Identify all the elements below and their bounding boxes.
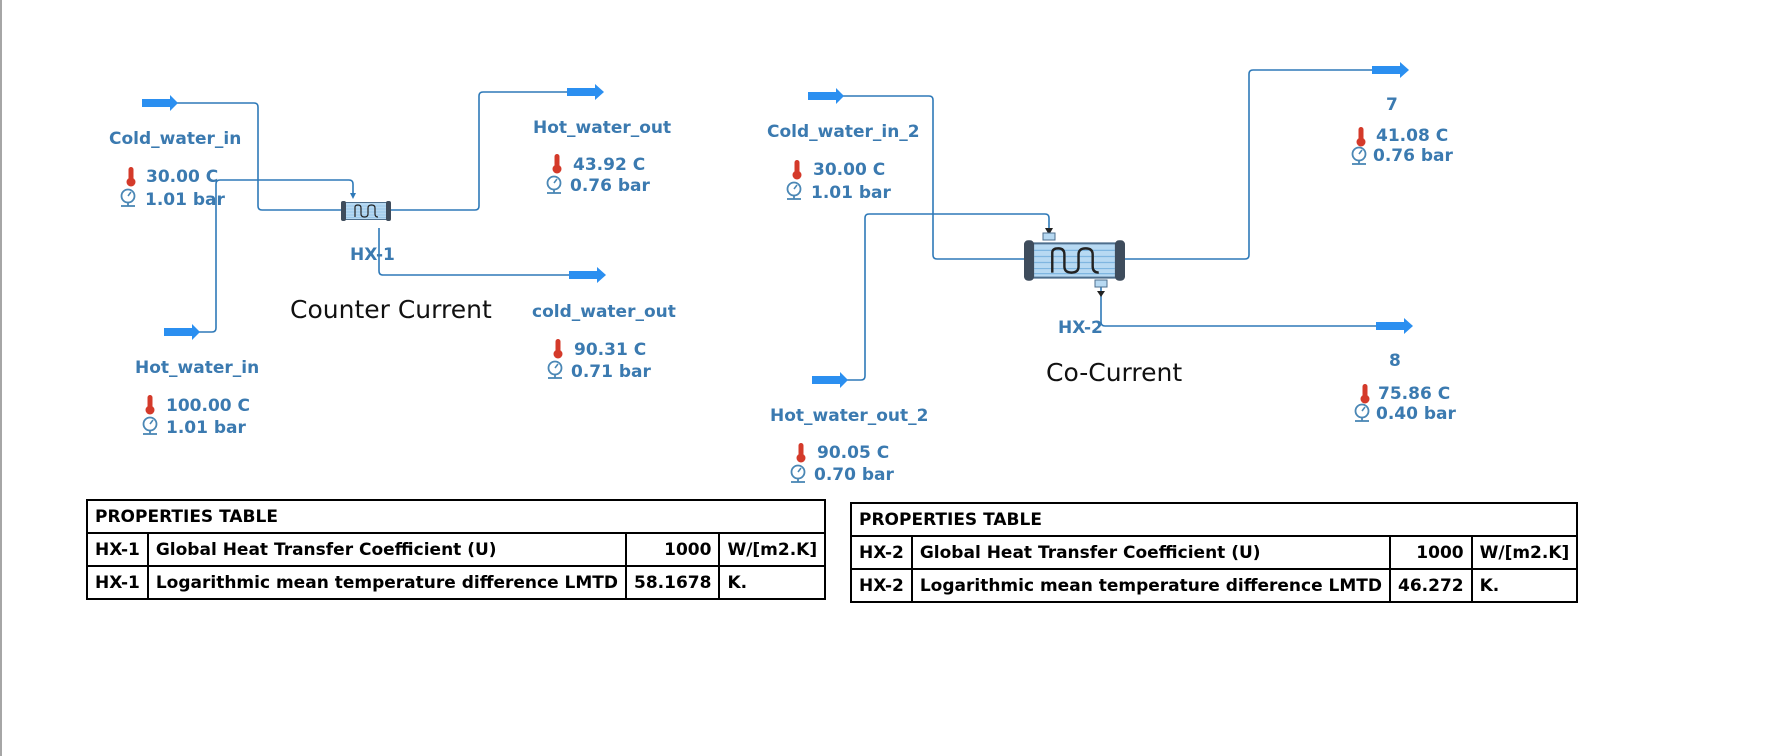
pressure-value: 0.71 bar <box>571 362 651 382</box>
stream-label-cold-in-2[interactable]: Cold_water_in_2 <box>767 122 920 142</box>
table-cell-property: Global Heat Transfer Coefficient (U) <box>146 532 628 567</box>
stream-line-hot-in-2[interactable] <box>845 213 1050 381</box>
heat-exchanger-icon[interactable] <box>1024 238 1125 283</box>
pressure-gauge-icon <box>1351 146 1367 165</box>
table-cell-property: Global Heat Transfer Coefficient (U) <box>910 535 1392 570</box>
window-edge <box>0 0 2 756</box>
temperature-value: 43.92 C <box>573 155 646 175</box>
table-row: HX-1 Global Heat Transfer Coefficient (U… <box>86 532 827 567</box>
thermometer-icon <box>792 160 802 180</box>
table-cell-value: 58.1678 <box>624 565 721 600</box>
temperature-value: 41.08 C <box>1376 126 1449 146</box>
pressure-value: 0.70 bar <box>814 465 894 485</box>
pressure-gauge-icon <box>120 188 136 207</box>
stream-label-hot-in[interactable]: Hot_water_in <box>135 358 260 378</box>
table-cell-property: Logarithmic mean temperature difference … <box>146 565 628 600</box>
feed-arrow-hot-in[interactable] <box>164 324 200 340</box>
table-row: HX-1 Logarithmic mean temperature differ… <box>86 565 827 600</box>
table-header: PROPERTIES TABLE <box>85 499 827 534</box>
pressure-value: 1.01 bar <box>166 418 246 438</box>
diagram-title-counter-current: Counter Current <box>290 295 492 324</box>
pressure-value: 1.01 bar <box>811 183 891 203</box>
table-cell-units: W/[m2.K] <box>1470 535 1579 570</box>
temperature-value: 90.31 C <box>574 340 647 360</box>
product-arrow-out-8[interactable] <box>1376 318 1413 334</box>
table-cell-value: 46.272 <box>1389 568 1473 603</box>
pressure-gauge-icon <box>786 181 802 200</box>
table-cell-units: W/[m2.K] <box>718 532 827 567</box>
properties-table-hx-2: PROPERTIES TABLE HX-2 Global Heat Transf… <box>849 502 1579 603</box>
product-arrow-hot-out[interactable] <box>567 84 604 100</box>
stream-line-out-8[interactable] <box>1100 287 1377 327</box>
pressure-gauge-icon <box>790 464 806 483</box>
product-arrow-out-7[interactable] <box>1372 62 1409 78</box>
pressure-gauge-icon <box>1354 403 1370 422</box>
heat-exchanger-icon[interactable] <box>341 200 391 222</box>
feed-arrow-hot-in-2[interactable] <box>812 372 848 388</box>
thermometer-icon <box>552 154 562 174</box>
stream-line-cold-out[interactable] <box>378 228 574 276</box>
unit-label-hx-1[interactable]: HX-1 <box>350 245 395 265</box>
thermometer-icon <box>145 395 155 415</box>
stream-label-7[interactable]: 7 <box>1386 95 1398 115</box>
diagram-title-co-current: Co-Current <box>1046 358 1183 387</box>
thermometer-icon <box>796 443 806 463</box>
properties-table-hx-1: PROPERTIES TABLE HX-1 Global Heat Transf… <box>85 499 827 600</box>
table-cell-property: Logarithmic mean temperature difference … <box>910 568 1392 603</box>
pressure-value: 0.40 bar <box>1376 404 1456 424</box>
pressure-value: 1.01 bar <box>145 190 225 210</box>
pressure-gauge-icon <box>546 175 562 194</box>
pressure-gauge-icon <box>142 416 158 435</box>
stream-line-hot-in[interactable] <box>199 179 354 333</box>
stream-line-cold-in-2[interactable] <box>840 95 1025 260</box>
stream-label-hot-out[interactable]: Hot_water_out <box>533 118 672 138</box>
temperature-value: 90.05 C <box>817 443 890 463</box>
table-cell-units: K. <box>718 565 827 600</box>
co-current-flowsheet <box>808 62 1413 388</box>
pressure-value: 0.76 bar <box>570 176 650 196</box>
table-cell-value: 1000 <box>624 532 721 567</box>
feed-arrow-cold-in[interactable] <box>142 95 178 111</box>
table-header-row: PROPERTIES TABLE <box>85 499 827 534</box>
thermometer-icon <box>1360 384 1370 404</box>
temperature-value: 100.00 C <box>166 396 250 416</box>
table-cell-unit: HX-1 <box>86 565 149 600</box>
stream-line-hot-out[interactable] <box>391 91 572 211</box>
product-arrow-cold-out[interactable] <box>569 267 606 283</box>
feed-arrow-cold-in-2[interactable] <box>808 88 844 104</box>
stream-line-out-7[interactable] <box>1123 69 1374 260</box>
thermometer-icon <box>126 167 136 187</box>
table-header-row: PROPERTIES TABLE <box>849 502 1579 537</box>
table-row: HX-2 Logarithmic mean temperature differ… <box>850 568 1579 603</box>
stream-label-8[interactable]: 8 <box>1389 351 1401 371</box>
stream-label-hot-in-2[interactable]: Hot_water_out_2 <box>770 406 929 426</box>
table-cell-unit: HX-2 <box>850 535 913 570</box>
table-cell-unit: HX-1 <box>86 532 149 567</box>
pressure-value: 0.76 bar <box>1373 146 1453 166</box>
temperature-value: 30.00 C <box>813 160 886 180</box>
stream-label-cold-out[interactable]: cold_water_out <box>532 302 676 322</box>
table-row: HX-2 Global Heat Transfer Coefficient (U… <box>850 535 1579 570</box>
stream-label-cold-in[interactable]: Cold_water_in <box>109 129 242 149</box>
temperature-value: 75.86 C <box>1378 384 1451 404</box>
stream-line-cold-in[interactable] <box>176 102 341 211</box>
table-header: PROPERTIES TABLE <box>849 502 1579 537</box>
table-cell-value: 1000 <box>1389 535 1473 570</box>
thermometer-icon <box>1356 127 1366 147</box>
pressure-gauge-icon <box>547 360 563 379</box>
table-cell-unit: HX-2 <box>850 568 913 603</box>
unit-label-hx-2[interactable]: HX-2 <box>1058 318 1103 338</box>
table-cell-units: K. <box>1470 568 1579 603</box>
temperature-value: 30.00 C <box>146 167 219 187</box>
counter-current-flowsheet <box>142 84 606 340</box>
thermometer-icon <box>553 339 563 359</box>
